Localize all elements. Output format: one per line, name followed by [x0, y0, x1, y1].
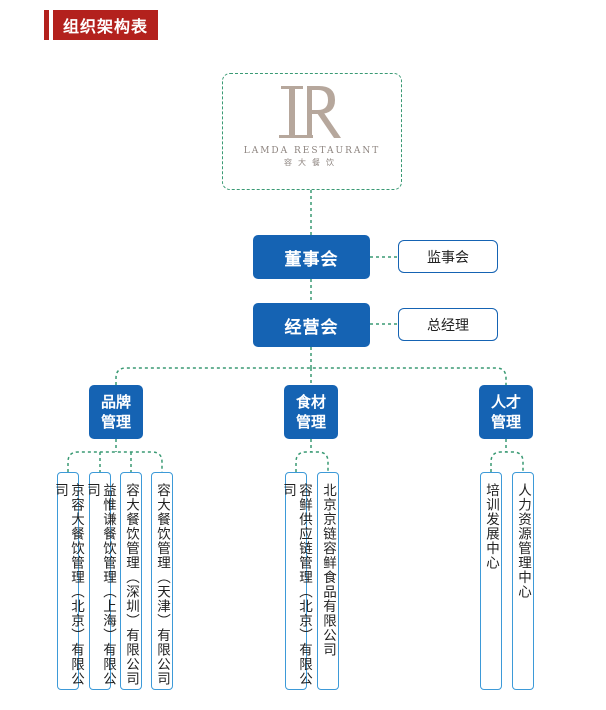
company-box: 容鲜供应链管理（北京）有限公司 [280, 472, 312, 690]
title-accent-stripe [44, 10, 49, 40]
company-name: 容鲜供应链管理（北京）有限公司 [280, 483, 312, 686]
company-name: 京容大餐饮管理（北京）有限公司 [52, 483, 84, 686]
company-name: 北京京链容鲜食品有限公司 [320, 483, 336, 657]
company-box: 京容大餐饮管理（北京）有限公司 [52, 472, 84, 690]
company-box: 容大餐饮管理（深圳）有限公司 [120, 472, 142, 690]
company-box: 容大餐饮管理（天津）有限公司 [151, 472, 173, 690]
company-name: 益惟谦餐饮管理（上海）有限公司 [84, 483, 116, 686]
dept-talent-node: 人才管理 [479, 385, 533, 439]
connector-dept3-bus [490, 451, 524, 472]
dept-brand-node: 品牌管理 [89, 385, 143, 439]
connector-dept2-bus [295, 451, 329, 472]
dept-ingredients-node: 食材管理 [284, 385, 338, 439]
company-logo-box: LAMDA RESTAURANT 容大餐饮 [222, 73, 402, 190]
company-box: 北京京链容鲜食品有限公司 [317, 472, 339, 690]
management-side-node: 总经理 [398, 308, 498, 341]
company-box: 人力资源管理中心 [512, 472, 534, 690]
board-side-node: 监事会 [398, 240, 498, 273]
section-title: 组织架构表 [53, 10, 159, 40]
company-box: 益惟谦餐饮管理（上海）有限公司 [84, 472, 116, 690]
company-name: 容大餐饮管理（深圳）有限公司 [123, 483, 139, 686]
logo-name-cn: 容大餐饮 [284, 158, 340, 167]
company-name: 人力资源管理中心 [515, 483, 531, 599]
connector-dept1-bus [67, 451, 163, 472]
company-box: 培训发展中心 [480, 472, 502, 690]
company-name: 容大餐饮管理（天津）有限公司 [154, 483, 170, 686]
logo-name-en: LAMDA RESTAURANT [243, 146, 381, 156]
company-name: 培训发展中心 [483, 483, 499, 570]
management-node: 经营会 [253, 303, 370, 347]
section-title-bar: 组织架构表 [44, 10, 159, 40]
lr-logo-mark-icon [279, 86, 341, 138]
board-node: 董事会 [253, 235, 370, 279]
